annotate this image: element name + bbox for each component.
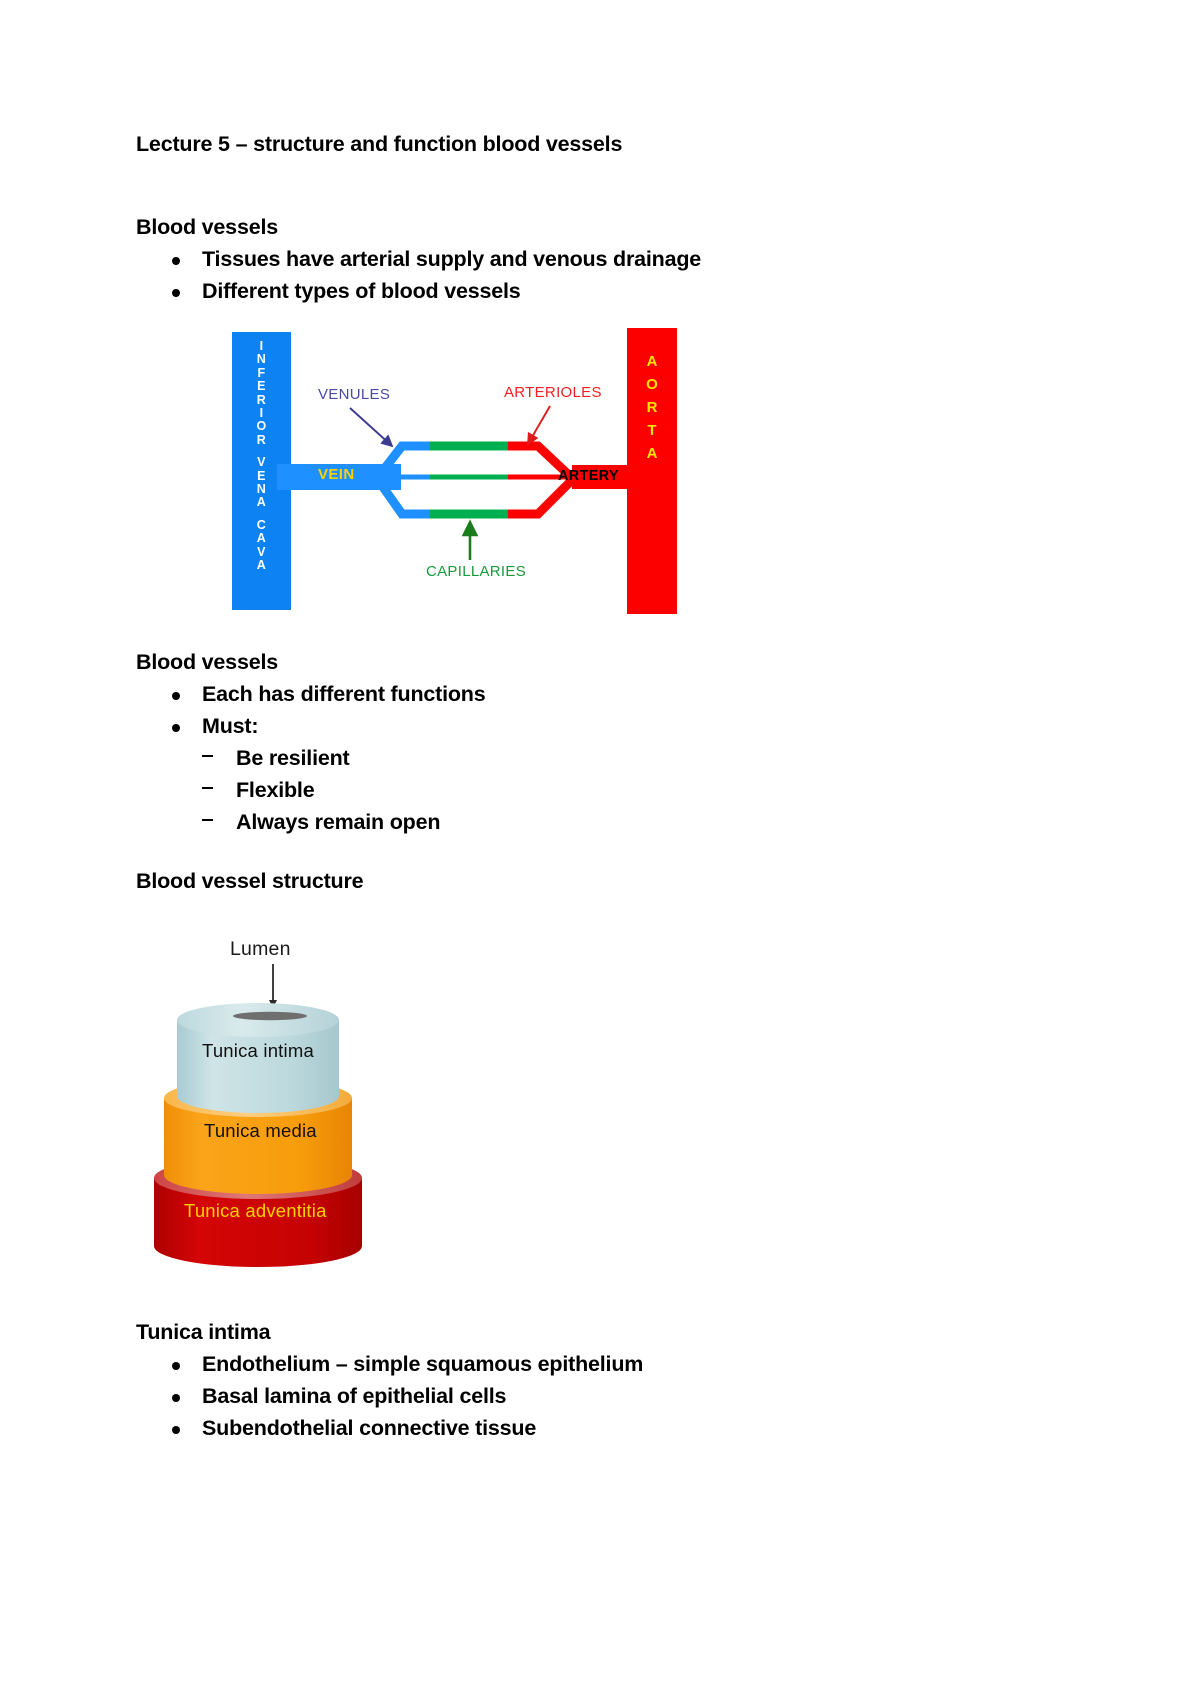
- tunica-adventitia-label: Tunica adventitia: [184, 1199, 327, 1221]
- dash-bullet-icon: [202, 818, 213, 821]
- bullet-list-1: Tissues have arterial supply and venous …: [136, 246, 1076, 306]
- ivc-letter: N: [256, 481, 267, 496]
- list-item-text: Different types of blood vessels: [202, 278, 521, 303]
- bullet-dot-icon: [172, 1425, 180, 1434]
- list-item-text: Subendothelial connective tissue: [202, 1415, 537, 1440]
- arterioles-pointer-arrow: [527, 405, 551, 446]
- list-item-text: Endothelium – simple squamous epithelium: [202, 1351, 644, 1376]
- section-heading-tunica-intima: Tunica intima: [136, 1319, 271, 1344]
- sub-bullet-list-2: Be resilient Flexible Always remain open: [136, 745, 1076, 837]
- spacer: [136, 837, 1076, 867]
- spacer: [136, 1288, 1076, 1318]
- bullet-dot-icon: [172, 724, 180, 733]
- section-heading-blood-vessels-1: Blood vessels: [136, 215, 278, 240]
- ivc-letter: I: [259, 405, 264, 420]
- venules-pointer-arrow: [349, 407, 394, 448]
- ivc-letter: A: [256, 531, 267, 546]
- ivc-letter: A: [256, 558, 267, 572]
- artery-trunk: [572, 464, 634, 489]
- bullet-list-4: Endothelium – simple squamous epithelium…: [136, 1351, 1076, 1443]
- vein-trunk: [277, 463, 401, 490]
- aorta-letter: A: [646, 444, 658, 462]
- ivc-letter: V: [257, 455, 266, 470]
- bullet-dot-icon: [172, 257, 180, 266]
- list-item-text: Must:: [202, 713, 259, 738]
- ivc-letter: R: [256, 392, 267, 407]
- list-item: Tissues have arterial supply and venous …: [136, 246, 1076, 274]
- list-item-text: Be resilient: [236, 745, 350, 770]
- bullet-dot-icon: [172, 1361, 180, 1370]
- bullet-dot-icon: [172, 1393, 180, 1402]
- tunica-intima-label: Tunica intima: [202, 1039, 314, 1061]
- ivc-letter: C: [256, 517, 267, 532]
- bullet-dot-icon: [172, 692, 180, 701]
- lumen-opening: [233, 1011, 307, 1020]
- list-item: Flexible: [136, 777, 1076, 805]
- bullet-list-2: Each has different functions Must:: [136, 681, 1076, 741]
- lumen-label: Lumen: [230, 937, 291, 960]
- list-item-text: Always remain open: [236, 809, 441, 834]
- list-item: Must:: [136, 713, 1076, 741]
- section-heading-blood-vessel-structure: Blood vessel structure: [136, 868, 364, 893]
- ivc-letter: O: [256, 419, 267, 434]
- ivc-letter: E: [257, 468, 266, 483]
- ivc-letter: R: [256, 432, 267, 447]
- section-heading-blood-vessels-2: Blood vessels: [136, 649, 278, 674]
- capillaries-label: CAPILLARIES: [426, 562, 527, 580]
- aorta-letter: T: [647, 421, 657, 439]
- list-item: Always remain open: [136, 809, 1076, 837]
- ivc-letter: F: [257, 365, 266, 380]
- arterioles-label: ARTERIOLES: [504, 383, 602, 401]
- spacer: [136, 618, 1076, 648]
- figure-vessel-wall: Lumen Tunica intima Tunica media Tunica …: [142, 928, 472, 1288]
- list-item-text: Tissues have arterial supply and venous …: [202, 247, 702, 272]
- list-item-text: Each has different functions: [202, 681, 486, 706]
- ivc-letter: N: [256, 352, 267, 367]
- vein-label: VEIN: [318, 465, 355, 483]
- inferior-vena-cava-label: I N F E R I O R V E N A C A V A: [232, 332, 291, 610]
- list-item: Subendothelial connective tissue: [136, 1415, 1076, 1443]
- bullet-dot-icon: [172, 289, 180, 298]
- aorta-letter: A: [646, 352, 658, 370]
- figure-vessel-network: I N F E R I O R V E N A C A V A: [232, 327, 792, 618]
- document-content: Lecture 5 – structure and function blood…: [136, 130, 1076, 1442]
- ivc-letter: V: [257, 544, 266, 559]
- list-item: Be resilient: [136, 745, 1076, 773]
- arteriole-lower-line: [508, 476, 576, 519]
- list-item: Basal lamina of epithelial cells: [136, 1383, 1076, 1411]
- arteriole-upper-line: [508, 441, 576, 482]
- ivc-letter: E: [257, 379, 266, 394]
- list-item: Endothelium – simple squamous epithelium: [136, 1351, 1076, 1379]
- tunica-cylinder-stack: [154, 963, 362, 1267]
- tunica-media-label: Tunica media: [204, 1119, 317, 1141]
- aorta-bar: [627, 327, 677, 614]
- page-title: Lecture 5 – structure and function blood…: [136, 132, 623, 156]
- list-item: Different types of blood vessels: [136, 278, 1076, 306]
- tunica-intima-cylinder: [177, 1002, 339, 1113]
- aorta-label: A O R T A: [627, 350, 677, 465]
- list-item-text: Flexible: [236, 777, 315, 802]
- spacer: [136, 159, 1076, 213]
- ivc-letter: I: [259, 338, 264, 353]
- artery-label: ARTERY: [558, 467, 619, 484]
- venule-lower-line: [374, 477, 432, 519]
- aorta-letter: O: [646, 375, 658, 393]
- dash-bullet-icon: [202, 786, 213, 789]
- list-item-text: Basal lamina of epithelial cells: [202, 1383, 507, 1408]
- ivc-letter: A: [256, 495, 267, 510]
- dash-bullet-icon: [202, 754, 213, 757]
- list-item: Each has different functions: [136, 681, 1076, 709]
- venules-label: VENULES: [318, 385, 391, 403]
- aorta-letter: R: [646, 398, 658, 416]
